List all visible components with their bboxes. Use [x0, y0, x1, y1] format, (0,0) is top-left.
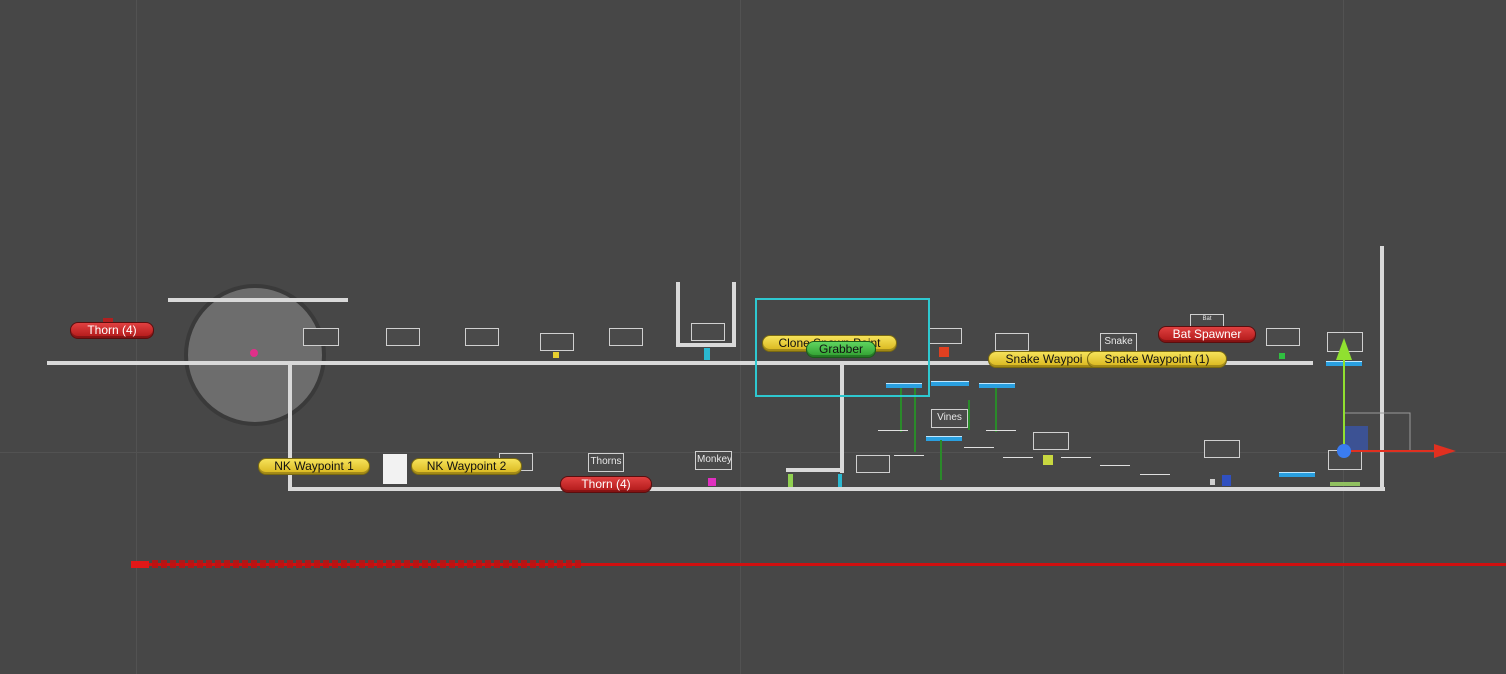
nk-waypoint-2-label[interactable]: NK Waypoint 2 — [411, 458, 522, 475]
blue-platform[interactable] — [979, 383, 1015, 388]
line-marker — [878, 430, 908, 431]
green-pad — [1330, 482, 1360, 486]
snake-waypoint-label[interactable]: Snake Waypoi — [988, 351, 1100, 368]
snake-waypoint-1-label[interactable]: Snake Waypoint (1) — [1087, 351, 1227, 368]
lower-floor-platform[interactable] — [288, 487, 1385, 491]
thorn-left-label[interactable]: Thorn (4) — [70, 322, 154, 339]
scene-label-box[interactable] — [1204, 440, 1240, 458]
pit-right-wall[interactable] — [732, 282, 736, 346]
scene-label-box[interactable] — [609, 328, 643, 346]
grid-line — [0, 452, 1506, 453]
blue-platform[interactable] — [1279, 472, 1315, 477]
line-marker — [986, 430, 1016, 431]
blue-platform[interactable] — [886, 383, 922, 388]
cyan-marker — [704, 348, 710, 360]
kill-zone-line[interactable] — [131, 563, 1506, 566]
line-marker — [964, 447, 994, 448]
small-step[interactable] — [786, 468, 844, 472]
snake-label[interactable]: Snake — [1100, 333, 1137, 352]
blue-marker — [1222, 475, 1231, 486]
scene-label-box[interactable] — [386, 328, 420, 346]
kill-zone-marker — [131, 561, 149, 568]
blue-platform[interactable] — [931, 381, 969, 386]
grabber-label[interactable]: Grabber — [806, 341, 876, 358]
vine — [914, 388, 916, 452]
magenta-marker — [708, 478, 716, 486]
scene-label-box[interactable] — [465, 328, 499, 346]
green-marker — [1279, 353, 1285, 359]
bat-spawner-label[interactable]: Bat Spawner — [1158, 326, 1256, 343]
scene-label-box[interactable] — [540, 333, 574, 351]
vine — [995, 388, 997, 432]
scene-label-box[interactable] — [995, 333, 1029, 351]
scene-label-box[interactable] — [928, 328, 962, 344]
pink-marker — [250, 349, 258, 357]
orange-marker — [939, 347, 949, 357]
cyan-post — [838, 474, 842, 487]
card-sprite[interactable] — [383, 454, 407, 484]
white-marker — [1210, 479, 1215, 485]
left-wall[interactable] — [288, 365, 292, 491]
pit-floor[interactable] — [676, 343, 736, 347]
main-floor-platform[interactable] — [47, 361, 1313, 365]
thorn-sprite — [103, 318, 113, 322]
vine — [900, 388, 902, 432]
monkey-label[interactable]: Monkey — [695, 451, 732, 470]
transform-gizmo-icon[interactable] — [1320, 330, 1460, 470]
scene-label-box[interactable] — [856, 455, 890, 473]
lime-marker — [1043, 455, 1053, 465]
grid-line — [740, 0, 741, 674]
vine — [940, 440, 942, 480]
thorns-label[interactable]: Thorns — [588, 453, 624, 472]
yellow-marker — [553, 352, 559, 358]
line-marker — [1140, 474, 1170, 475]
kill-zone-glyphs — [152, 560, 582, 568]
right-wall[interactable] — [1380, 246, 1384, 491]
scene-label-box[interactable] — [691, 323, 725, 341]
green-post — [788, 474, 793, 487]
scene-label-box[interactable] — [303, 328, 339, 346]
vine — [968, 400, 970, 430]
blue-platform[interactable] — [926, 436, 962, 441]
vines-label[interactable]: Vines — [931, 409, 968, 428]
upper-ledge[interactable] — [168, 298, 348, 302]
scene-label-box[interactable] — [1033, 432, 1069, 450]
shaft-wall[interactable] — [840, 365, 844, 473]
pit-left-wall[interactable] — [676, 282, 680, 346]
line-marker — [1100, 465, 1130, 466]
line-marker — [1003, 457, 1033, 458]
thorn-bottom-label[interactable]: Thorn (4) — [560, 476, 652, 493]
line-marker — [1061, 457, 1091, 458]
selection-box[interactable] — [755, 298, 930, 397]
nk-waypoint-1-label[interactable]: NK Waypoint 1 — [258, 458, 370, 475]
line-marker — [894, 455, 924, 456]
scene-label-box[interactable] — [1266, 328, 1300, 346]
